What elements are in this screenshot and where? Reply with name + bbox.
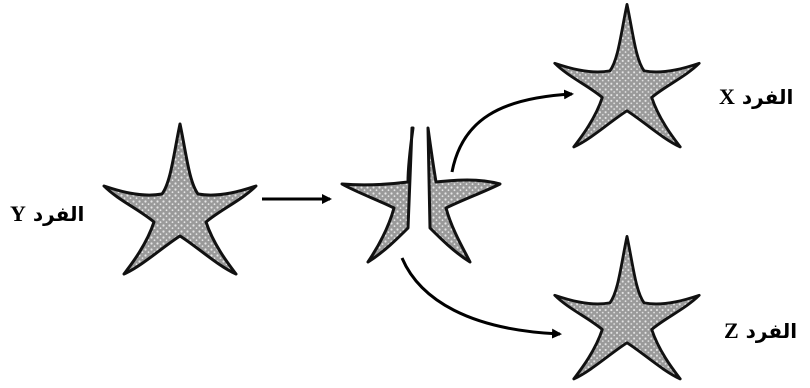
starfish-z (555, 236, 699, 379)
label-y-letter: Y (10, 201, 26, 226)
label-y-word: الفرد (33, 202, 84, 226)
starfish-y (104, 124, 256, 274)
label-individual-y: الفرد Y (10, 201, 84, 227)
label-z-word: الفرد (746, 319, 797, 343)
label-z-letter: Z (724, 318, 739, 343)
label-x-letter: X (719, 84, 735, 109)
arrow-split-to-z (402, 258, 560, 334)
label-x-word: الفرد (742, 85, 793, 109)
label-individual-z: الفرد Z (724, 318, 797, 344)
label-individual-x: الفرد X (719, 84, 793, 110)
arrow-split-to-x (452, 94, 572, 172)
starfish-x (555, 4, 699, 147)
split-starfish (342, 128, 500, 262)
